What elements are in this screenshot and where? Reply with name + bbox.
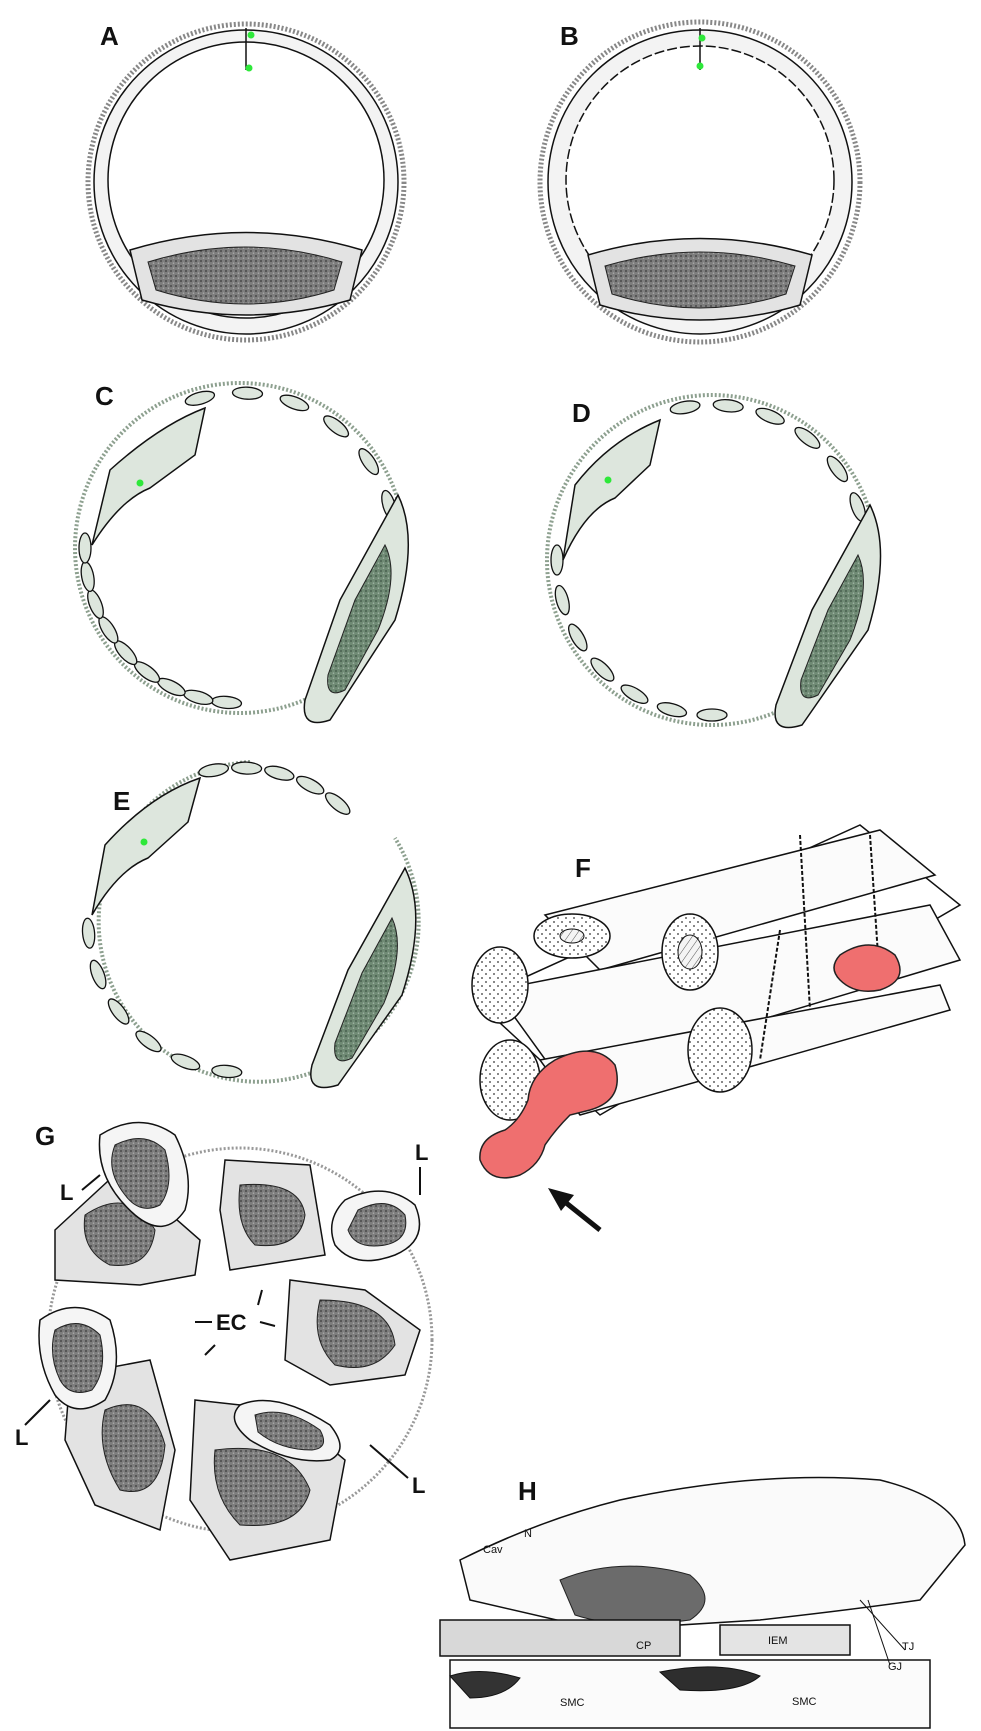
label-smc-left: SMC: [560, 1697, 585, 1709]
label-iem: IEM: [768, 1635, 788, 1647]
label-n: N: [524, 1528, 532, 1540]
endothelial-bead-e-bottom-1: [169, 1051, 201, 1073]
endothelial-bead-e-bottom-5: [81, 918, 96, 949]
endothelial-bead-c-bottom-8: [79, 533, 91, 563]
label-smc-right: SMC: [792, 1696, 817, 1708]
cell-end-f3: [472, 947, 528, 1023]
endothelial-bead-d-bottom-6: [551, 545, 563, 575]
endothelial-bead-d-top-0: [669, 399, 701, 416]
nucleus-b: [605, 252, 795, 308]
panel-label-h: H: [518, 1476, 537, 1506]
junction-marker-e: [141, 839, 148, 846]
endothelial-bead-d-top-1: [713, 398, 744, 413]
panel-label-e: E: [113, 786, 130, 816]
cell-wedge-d: [563, 420, 660, 560]
endothelial-bead-e-top-0: [198, 762, 230, 779]
nucleus-h: [560, 1566, 705, 1624]
panel-b: B: [540, 21, 860, 342]
label-tj: TJ: [902, 1641, 914, 1653]
panel-label-f: F: [575, 853, 591, 883]
label-l-bottom-right: L: [412, 1473, 425, 1498]
endothelial-bead-e-top-3: [294, 773, 326, 797]
endothelial-bead-c-top-3: [321, 412, 352, 440]
panel-f: F: [472, 825, 960, 1230]
panel-label-d: D: [572, 398, 591, 428]
endothelial-bead-e-bottom-0: [211, 1064, 242, 1079]
junction-marker-a1: [248, 32, 255, 39]
panel-g: G L L L L: [15, 1121, 432, 1560]
endothelial-bead-c-top-4: [355, 446, 382, 478]
pointer-arrow: [548, 1188, 600, 1230]
cell-wedge-c: [92, 408, 205, 545]
label-l-top-right: L: [415, 1140, 428, 1165]
endothelial-bead-c-bottom-0: [211, 695, 242, 710]
endothelial-bead-d-top-3: [792, 424, 823, 452]
panel-e: E: [81, 761, 418, 1087]
panel-label-g: G: [35, 1121, 55, 1151]
label-cp: CP: [636, 1640, 651, 1652]
endothelial-bead-d-bottom-1: [656, 700, 688, 719]
cell-wedge-e: [92, 778, 200, 915]
nucleus-a: [148, 247, 342, 304]
label-l-top-left: L: [60, 1180, 73, 1205]
endothelial-bead-e-top-4: [322, 789, 353, 817]
label-cav: Cav: [483, 1544, 503, 1556]
panel-d: D: [547, 395, 881, 728]
panel-label-a: A: [100, 21, 119, 51]
endothelial-bead-e-top-1: [231, 761, 261, 774]
label-ec: EC: [216, 1310, 247, 1335]
endothelial-bead-e-bottom-2: [133, 1028, 164, 1056]
panel-label-b: B: [560, 21, 579, 51]
panel-c: C: [75, 381, 408, 723]
junction-marker-d: [605, 477, 612, 484]
endothelial-bead-d-bottom-3: [588, 655, 618, 685]
endothelial-bead-c-top-1: [232, 386, 263, 399]
endothelial-bead-d-bottom-2: [619, 682, 651, 707]
panel-label-c: C: [95, 381, 114, 411]
junction-marker-a2: [246, 65, 253, 72]
endothelial-bead-d-top-4: [824, 453, 851, 484]
junction-marker-c: [137, 480, 144, 487]
junction-marker-b2: [697, 63, 704, 70]
label-gj: GJ: [888, 1661, 902, 1673]
highlighted-cell-f1: [834, 945, 900, 991]
label-l-left: L: [15, 1425, 28, 1450]
endothelial-bead-d-bottom-4: [565, 622, 590, 654]
cell-end-f5: [688, 1008, 752, 1092]
panel-h: H Cav N CP IEM TJ GJ SMC SMC: [440, 1476, 965, 1728]
panel-a: A: [88, 21, 404, 340]
endothelial-bead-d-bottom-0: [697, 709, 727, 721]
endothelial-bead-e-top-2: [263, 764, 295, 783]
junction-marker-b1: [699, 35, 706, 42]
